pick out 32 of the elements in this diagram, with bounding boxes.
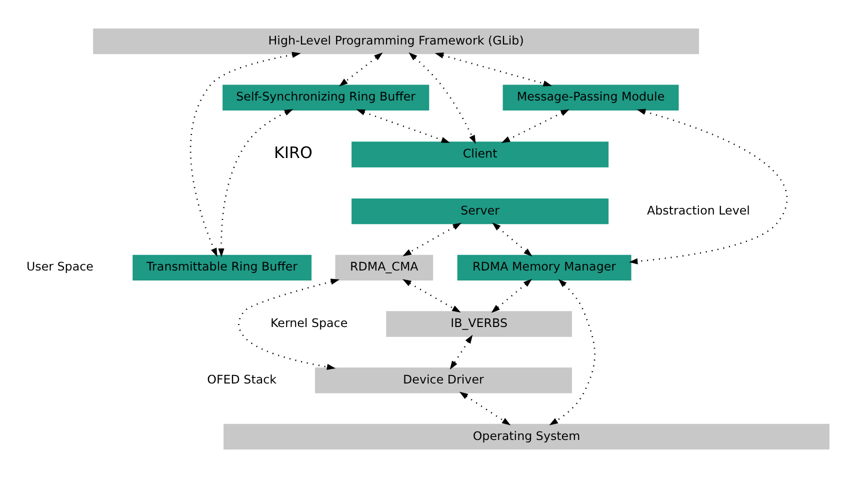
node-box: Client: [352, 142, 609, 168]
node-box: Server: [352, 198, 609, 224]
node-box: High-Level Programming Framework (GLib): [93, 28, 699, 54]
arrow: [402, 279, 461, 313]
label: User Space: [26, 260, 94, 274]
label: KIRO: [274, 143, 312, 162]
label: Abstraction Level: [647, 203, 750, 218]
arrow: [339, 52, 383, 86]
arrow: [238, 278, 340, 370]
arrow: [491, 278, 532, 313]
arrow: [501, 109, 570, 143]
arrow: [459, 392, 511, 426]
arrow: [356, 109, 450, 143]
arrow: [218, 109, 294, 258]
node-box: RDMA Memory Manager: [457, 254, 632, 281]
arrow: [450, 334, 473, 370]
arrow: [549, 278, 596, 426]
node-box: Operating System: [224, 424, 830, 450]
node-box: IB_VERBS: [386, 311, 572, 337]
arrow: [628, 108, 788, 264]
arrow: [402, 222, 462, 256]
node-box: RDMA_CMA: [335, 254, 434, 281]
arrow: [492, 222, 532, 257]
node-box: Self-Synchronizing Ring Buffer: [222, 84, 430, 110]
arrow: [190, 52, 301, 257]
node-box: Transmittable Ring Buffer: [132, 254, 312, 281]
node-box: Device Driver: [314, 368, 572, 394]
node-box: Message-Passing Module: [502, 84, 679, 110]
arrow: [408, 52, 476, 144]
label: OFED Stack: [207, 372, 277, 386]
arrow: [434, 52, 552, 86]
label: Kernel Space: [270, 316, 348, 330]
